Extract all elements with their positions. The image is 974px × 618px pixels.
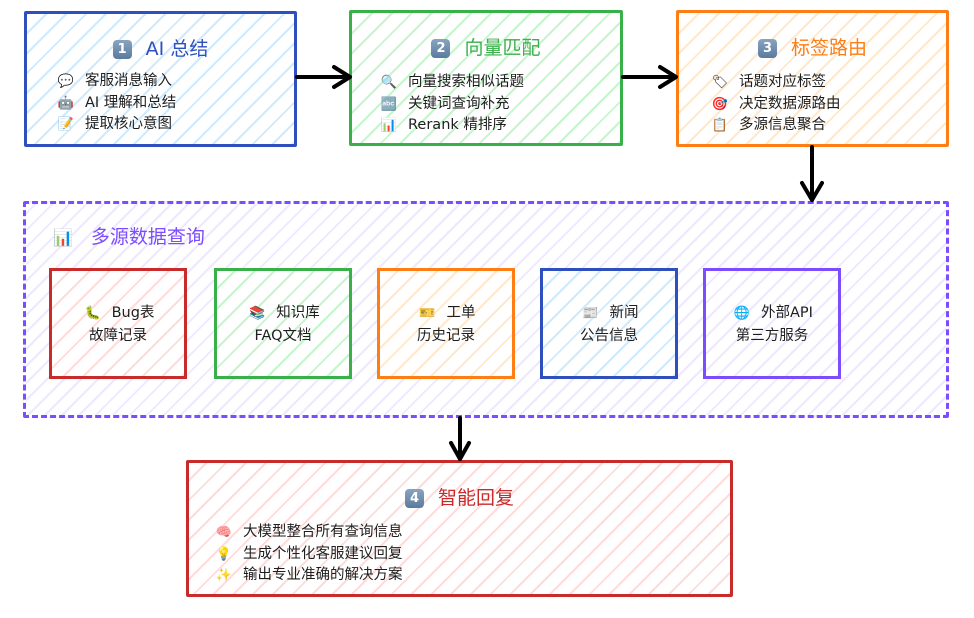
item-text: 话题对应标签 <box>739 74 826 90</box>
step-1-items: 💬 客服消息输入 🤖 AI 理解和总结 📝 提取核心意图 <box>55 71 176 136</box>
list-item: 🎯 决定数据源路由 <box>709 94 841 116</box>
lightbulb-icon: 💡 <box>215 546 233 562</box>
bar-chart-icon: 📊 <box>380 118 398 133</box>
keycap-1-icon: 1 <box>112 40 132 59</box>
step-3-title-row: 3 标签路由 <box>679 33 946 60</box>
item-text: 提取核心意图 <box>85 116 172 132</box>
source-description: 公告信息 <box>580 328 638 344</box>
step-1-title: AI 总结 <box>145 38 209 60</box>
memo-icon: 📝 <box>57 117 75 132</box>
step-4-smart-reply-box: 4 智能回复 🧠 大模型整合所有查询信息 💡 生成个性化客服建议回复 ✨ 输出专业准确的… <box>186 460 733 597</box>
source-knowledge-base: 📚 知识库 FAQ文档 <box>214 268 352 379</box>
arrow-step3-to-datasources <box>800 145 824 202</box>
step-4-title-row: 4 智能回复 <box>189 483 730 510</box>
step-4-items: 🧠 大模型整合所有查询信息 💡 生成个性化客服建议回复 ✨ 输出专业准确的解决方案 <box>213 522 403 587</box>
source-name: 知识库 <box>276 305 320 321</box>
step-2-vector-match-box: 2 向量匹配 🔍 向量搜索相似话题 🔤 关键词查询补充 📊 Rerank 精排序 <box>349 10 623 146</box>
step-2-items: 🔍 向量搜索相似话题 🔤 关键词查询补充 📊 Rerank 精排序 <box>378 72 524 137</box>
clipboard-icon: 📋 <box>711 118 729 133</box>
step-2-title-row: 2 向量匹配 <box>352 33 620 60</box>
item-text: 客服消息输入 <box>85 73 172 89</box>
source-news: 📰 新闻 公告信息 <box>540 268 678 379</box>
source-description: FAQ文档 <box>254 328 312 344</box>
item-text: 关键词查询补充 <box>408 95 510 112</box>
brain-icon: 🧠 <box>215 525 233 540</box>
magnifier-icon: 🔍 <box>380 75 398 90</box>
datasource-title-row: 📊 多源数据查询 <box>53 222 205 249</box>
list-item: 🔍 向量搜索相似话题 <box>378 72 524 94</box>
list-item: 📋 多源信息聚合 <box>709 115 841 137</box>
item-text: 生成个性化客服建议回复 <box>243 545 403 562</box>
keycap-3-icon: 3 <box>757 39 777 58</box>
bar-chart-icon: 📊 <box>53 228 73 247</box>
list-item: 🧠 大模型整合所有查询信息 <box>213 522 403 544</box>
speech-bubble-icon: 💬 <box>57 74 75 89</box>
arrow-datasources-to-step4 <box>449 416 471 461</box>
source-description: 历史记录 <box>417 328 475 344</box>
step-3-title: 标签路由 <box>790 37 867 59</box>
step-3-items: 🏷 话题对应标签 🎯 决定数据源路由 📋 多源信息聚合 <box>709 72 841 137</box>
source-line1: 🌐 外部API <box>706 302 838 325</box>
bug-icon: 🐛 <box>84 306 101 321</box>
item-text: AI 理解和总结 <box>85 94 177 111</box>
source-name: 工单 <box>446 305 476 321</box>
source-bug-table: 🐛 Bug表 故障记录 <box>49 268 187 379</box>
list-item: 💬 客服消息输入 <box>55 71 176 93</box>
list-item: ✨ 输出专业准确的解决方案 <box>213 565 403 587</box>
list-item: 🔤 关键词查询补充 <box>378 94 524 116</box>
newspaper-icon: 📰 <box>582 306 599 321</box>
item-text: 多源信息聚合 <box>739 117 826 133</box>
source-line1: 🐛 Bug表 <box>52 302 184 325</box>
list-item: 📊 Rerank 精排序 <box>378 115 524 137</box>
tag-icon: 🏷 <box>711 75 729 90</box>
step-1-ai-summary-box: 1 AI 总结 💬 客服消息输入 🤖 AI 理解和总结 📝 提取核心意图 <box>24 11 297 147</box>
source-external-api: 🌐 外部API 第三方服务 <box>703 268 841 379</box>
arrow-step2-to-step3 <box>621 65 678 89</box>
item-text: 向量搜索相似话题 <box>408 74 524 90</box>
item-text: 决定数据源路由 <box>739 95 841 112</box>
step-4-title: 智能回复 <box>437 487 514 509</box>
item-text: 输出专业准确的解决方案 <box>243 567 403 583</box>
globe-icon: 🌐 <box>733 306 751 321</box>
books-icon: 📚 <box>249 306 266 321</box>
source-line1: 📰 新闻 <box>543 302 675 325</box>
source-work-orders: 🎫 工单 历史记录 <box>377 268 515 379</box>
robot-icon: 🤖 <box>57 95 75 111</box>
list-item: 📝 提取核心意图 <box>55 114 176 136</box>
source-line1: 📚 知识库 <box>217 302 349 325</box>
step-3-tag-routing-box: 3 标签路由 🏷 话题对应标签 🎯 决定数据源路由 📋 多源信息聚合 <box>676 10 949 147</box>
arrow-step1-to-step2 <box>295 65 352 89</box>
sparkles-icon: ✨ <box>215 568 233 583</box>
target-icon: 🎯 <box>711 96 729 112</box>
step-1-title-row: 1 AI 总结 <box>27 34 294 61</box>
ticket-icon: 🎫 <box>419 306 436 321</box>
keycap-2-icon: 2 <box>431 39 451 58</box>
list-item: 💡 生成个性化客服建议回复 <box>213 544 403 566</box>
source-description: 故障记录 <box>89 328 147 344</box>
step-2-title: 向量匹配 <box>464 37 541 59</box>
item-text: 大模型整合所有查询信息 <box>243 524 403 540</box>
source-name: 外部API <box>761 305 813 321</box>
source-name: 新闻 <box>609 305 639 321</box>
source-description: 第三方服务 <box>735 328 809 344</box>
keycap-4-icon: 4 <box>404 489 424 508</box>
list-item: 🏷 话题对应标签 <box>709 72 841 94</box>
abc-icon: 🔤 <box>380 96 398 112</box>
source-line1: 🎫 工单 <box>380 302 512 325</box>
item-text: Rerank 精排序 <box>408 117 507 133</box>
list-item: 🤖 AI 理解和总结 <box>55 93 176 115</box>
source-name: Bug表 <box>111 305 155 321</box>
datasource-title: 多源数据查询 <box>90 226 205 248</box>
